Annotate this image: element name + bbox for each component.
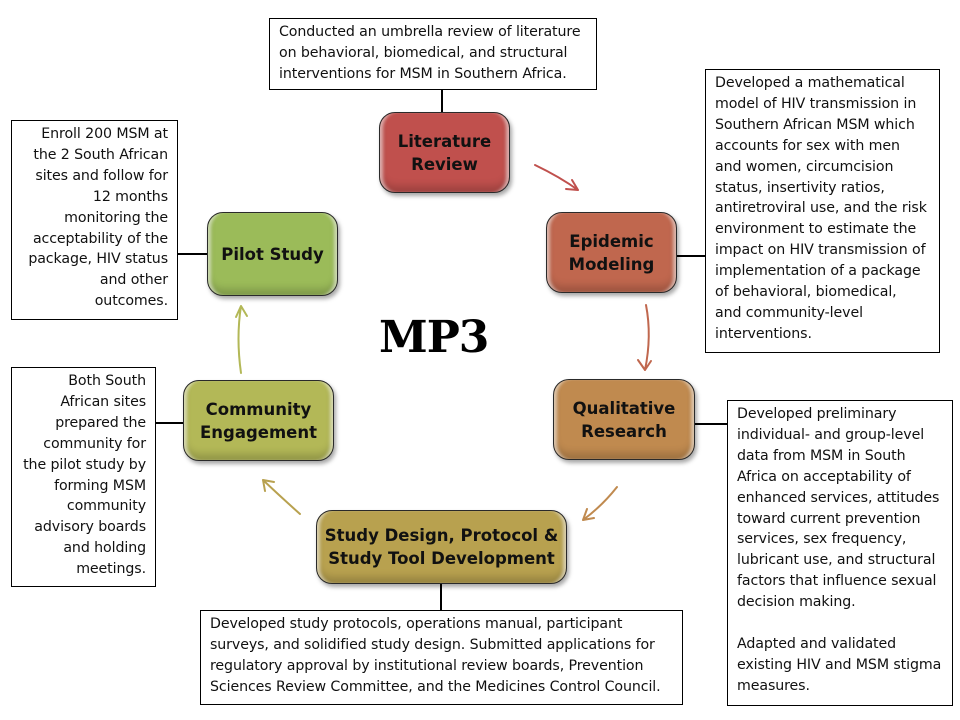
community-engagement-node[interactable]: Community Engagement: [183, 380, 334, 461]
study-design-node[interactable]: Study Design, Protocol & Study Tool Deve…: [316, 510, 567, 584]
community-engagement-description: Both South African sites prepared the co…: [11, 367, 156, 587]
study-design-connector: [440, 583, 442, 611]
arrow-design-to-community: [262, 479, 301, 515]
pilot-study-description: Enroll 200 MSM at the 2 South African si…: [11, 120, 178, 320]
qualitative-research-description: Developed preliminary individual- and gr…: [727, 400, 953, 706]
arrow-qualitative-to-design: [582, 486, 618, 521]
diagram-title: MP3: [379, 312, 489, 363]
community-engagement-connector: [155, 422, 184, 424]
pilot-study-connector: [177, 253, 208, 255]
arrow-literature-to-epidemic: [534, 164, 579, 191]
arrow-community-to-pilot: [235, 305, 248, 374]
epidemic-modeling-connector: [676, 255, 706, 257]
literature-review-connector: [441, 89, 443, 113]
arrow-epidemic-to-qualitative: [637, 304, 652, 371]
literature-review-description: Conducted an umbrella review of literatu…: [269, 18, 597, 90]
qualitative-research-connector: [694, 423, 728, 425]
literature-review-node[interactable]: Literature Review: [379, 112, 510, 193]
pilot-study-node[interactable]: Pilot Study: [207, 212, 338, 296]
epidemic-modeling-description: Developed a mathematical model of HIV tr…: [705, 69, 940, 353]
qualitative-research-node[interactable]: Qualitative Research: [553, 379, 695, 460]
study-design-description: Developed study protocols, operations ma…: [200, 610, 683, 705]
epidemic-modeling-node[interactable]: Epidemic Modeling: [546, 212, 677, 293]
